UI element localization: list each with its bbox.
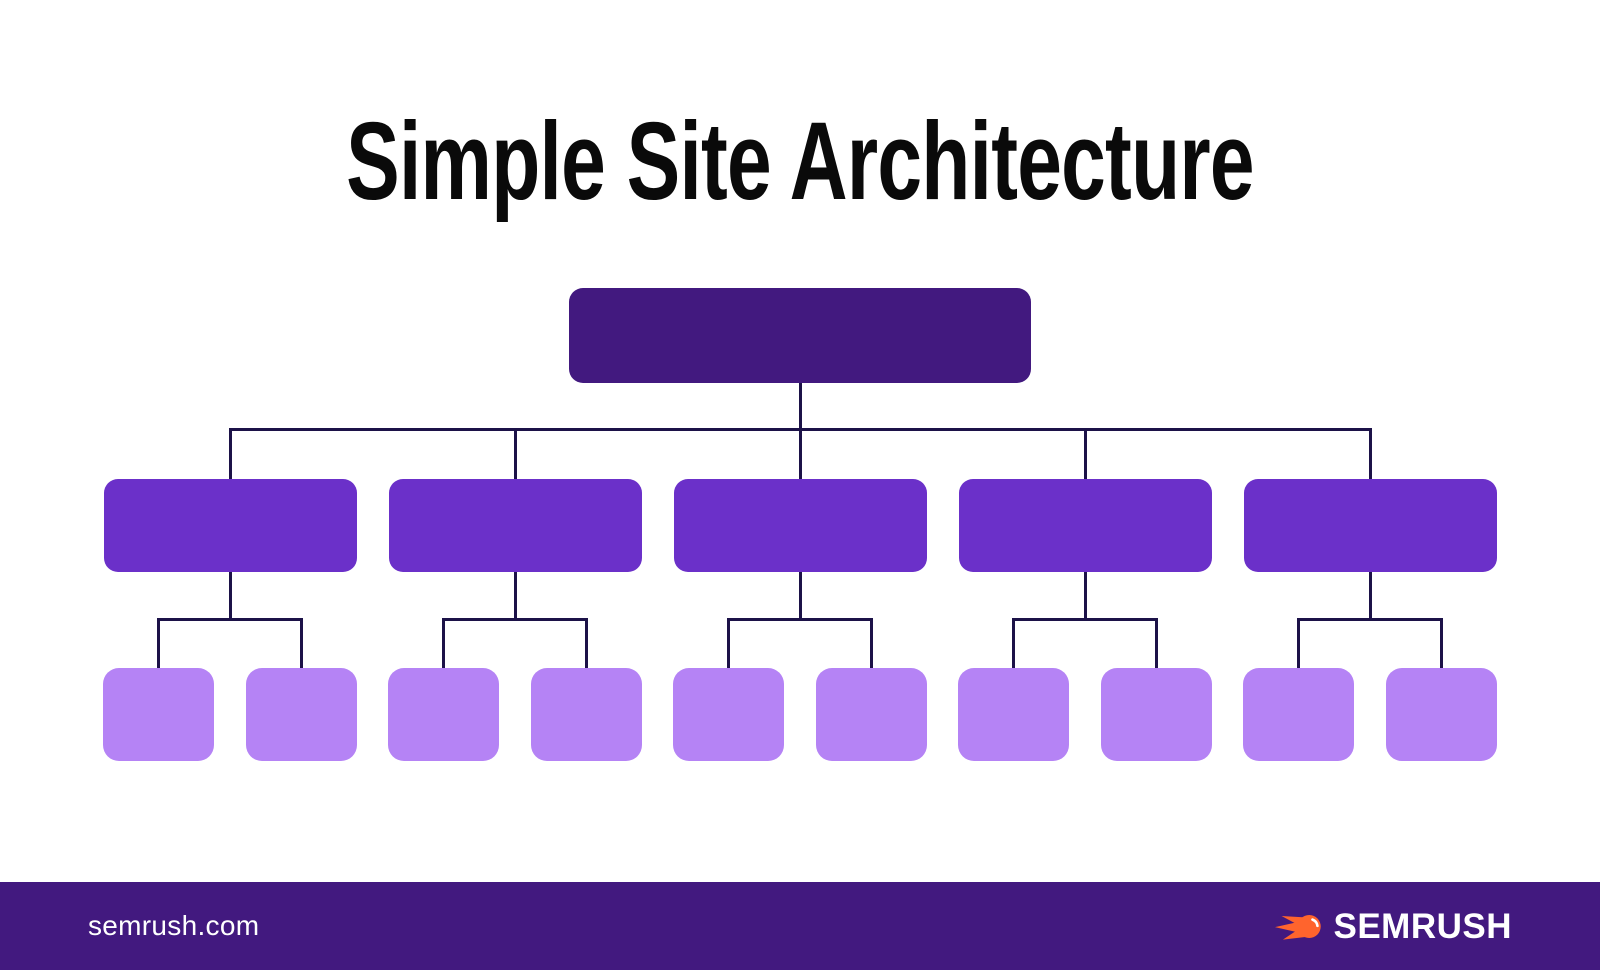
subpage-box-1 (103, 668, 214, 761)
connector-line (1368, 429, 1372, 479)
connector-line (1083, 429, 1087, 479)
category-box-3 (673, 479, 927, 572)
connector-line (1440, 619, 1443, 668)
connector-line (1012, 619, 1015, 668)
connector-line (300, 619, 303, 668)
category-box-1 (103, 479, 357, 572)
connector-line (442, 617, 588, 621)
connector-line (1155, 619, 1158, 668)
connector-line (1012, 617, 1158, 621)
connector-line (727, 617, 873, 621)
connector-line (1368, 572, 1372, 619)
website-url: semrush.com (88, 910, 260, 941)
subpage-box-2 (246, 668, 357, 761)
subpage-box-8 (1101, 668, 1212, 761)
connector-line (513, 572, 517, 619)
connector-line (157, 619, 160, 668)
site-architecture-diagram (103, 288, 1497, 761)
page-title: Simple Site Architecture (346, 100, 1254, 223)
connector-line (513, 429, 517, 479)
subpage-box-6 (816, 668, 927, 761)
connector-line (442, 619, 445, 668)
category-box-5 (1243, 479, 1497, 572)
connector-line (228, 429, 232, 479)
connector-line (1297, 619, 1300, 668)
subpage-box-4 (531, 668, 642, 761)
connector-line (1083, 572, 1087, 619)
subpage-box-5 (673, 668, 784, 761)
subpage-box-10 (1386, 668, 1497, 761)
semrush-flame-icon (1275, 914, 1322, 940)
subpage-box-7 (958, 668, 1069, 761)
semrush-logo: SEMRUSH (1275, 909, 1512, 944)
category-box-2 (388, 479, 642, 572)
connector-line (870, 619, 873, 668)
connector-line (585, 619, 588, 668)
connector-line (1297, 617, 1443, 621)
connector-line (798, 429, 802, 479)
footer-bar: semrush.com SEMRUSH (0, 882, 1600, 970)
brand-wordmark: SEMRUSH (1333, 906, 1512, 946)
connector-line (157, 617, 303, 621)
category-box-4 (958, 479, 1212, 572)
connector-line (798, 383, 802, 429)
subpage-box-3 (388, 668, 499, 761)
connector-line (798, 572, 802, 619)
connector-line (727, 619, 730, 668)
connector-line (228, 572, 232, 619)
subpage-box-9 (1243, 668, 1354, 761)
homepage-box (569, 288, 1031, 383)
